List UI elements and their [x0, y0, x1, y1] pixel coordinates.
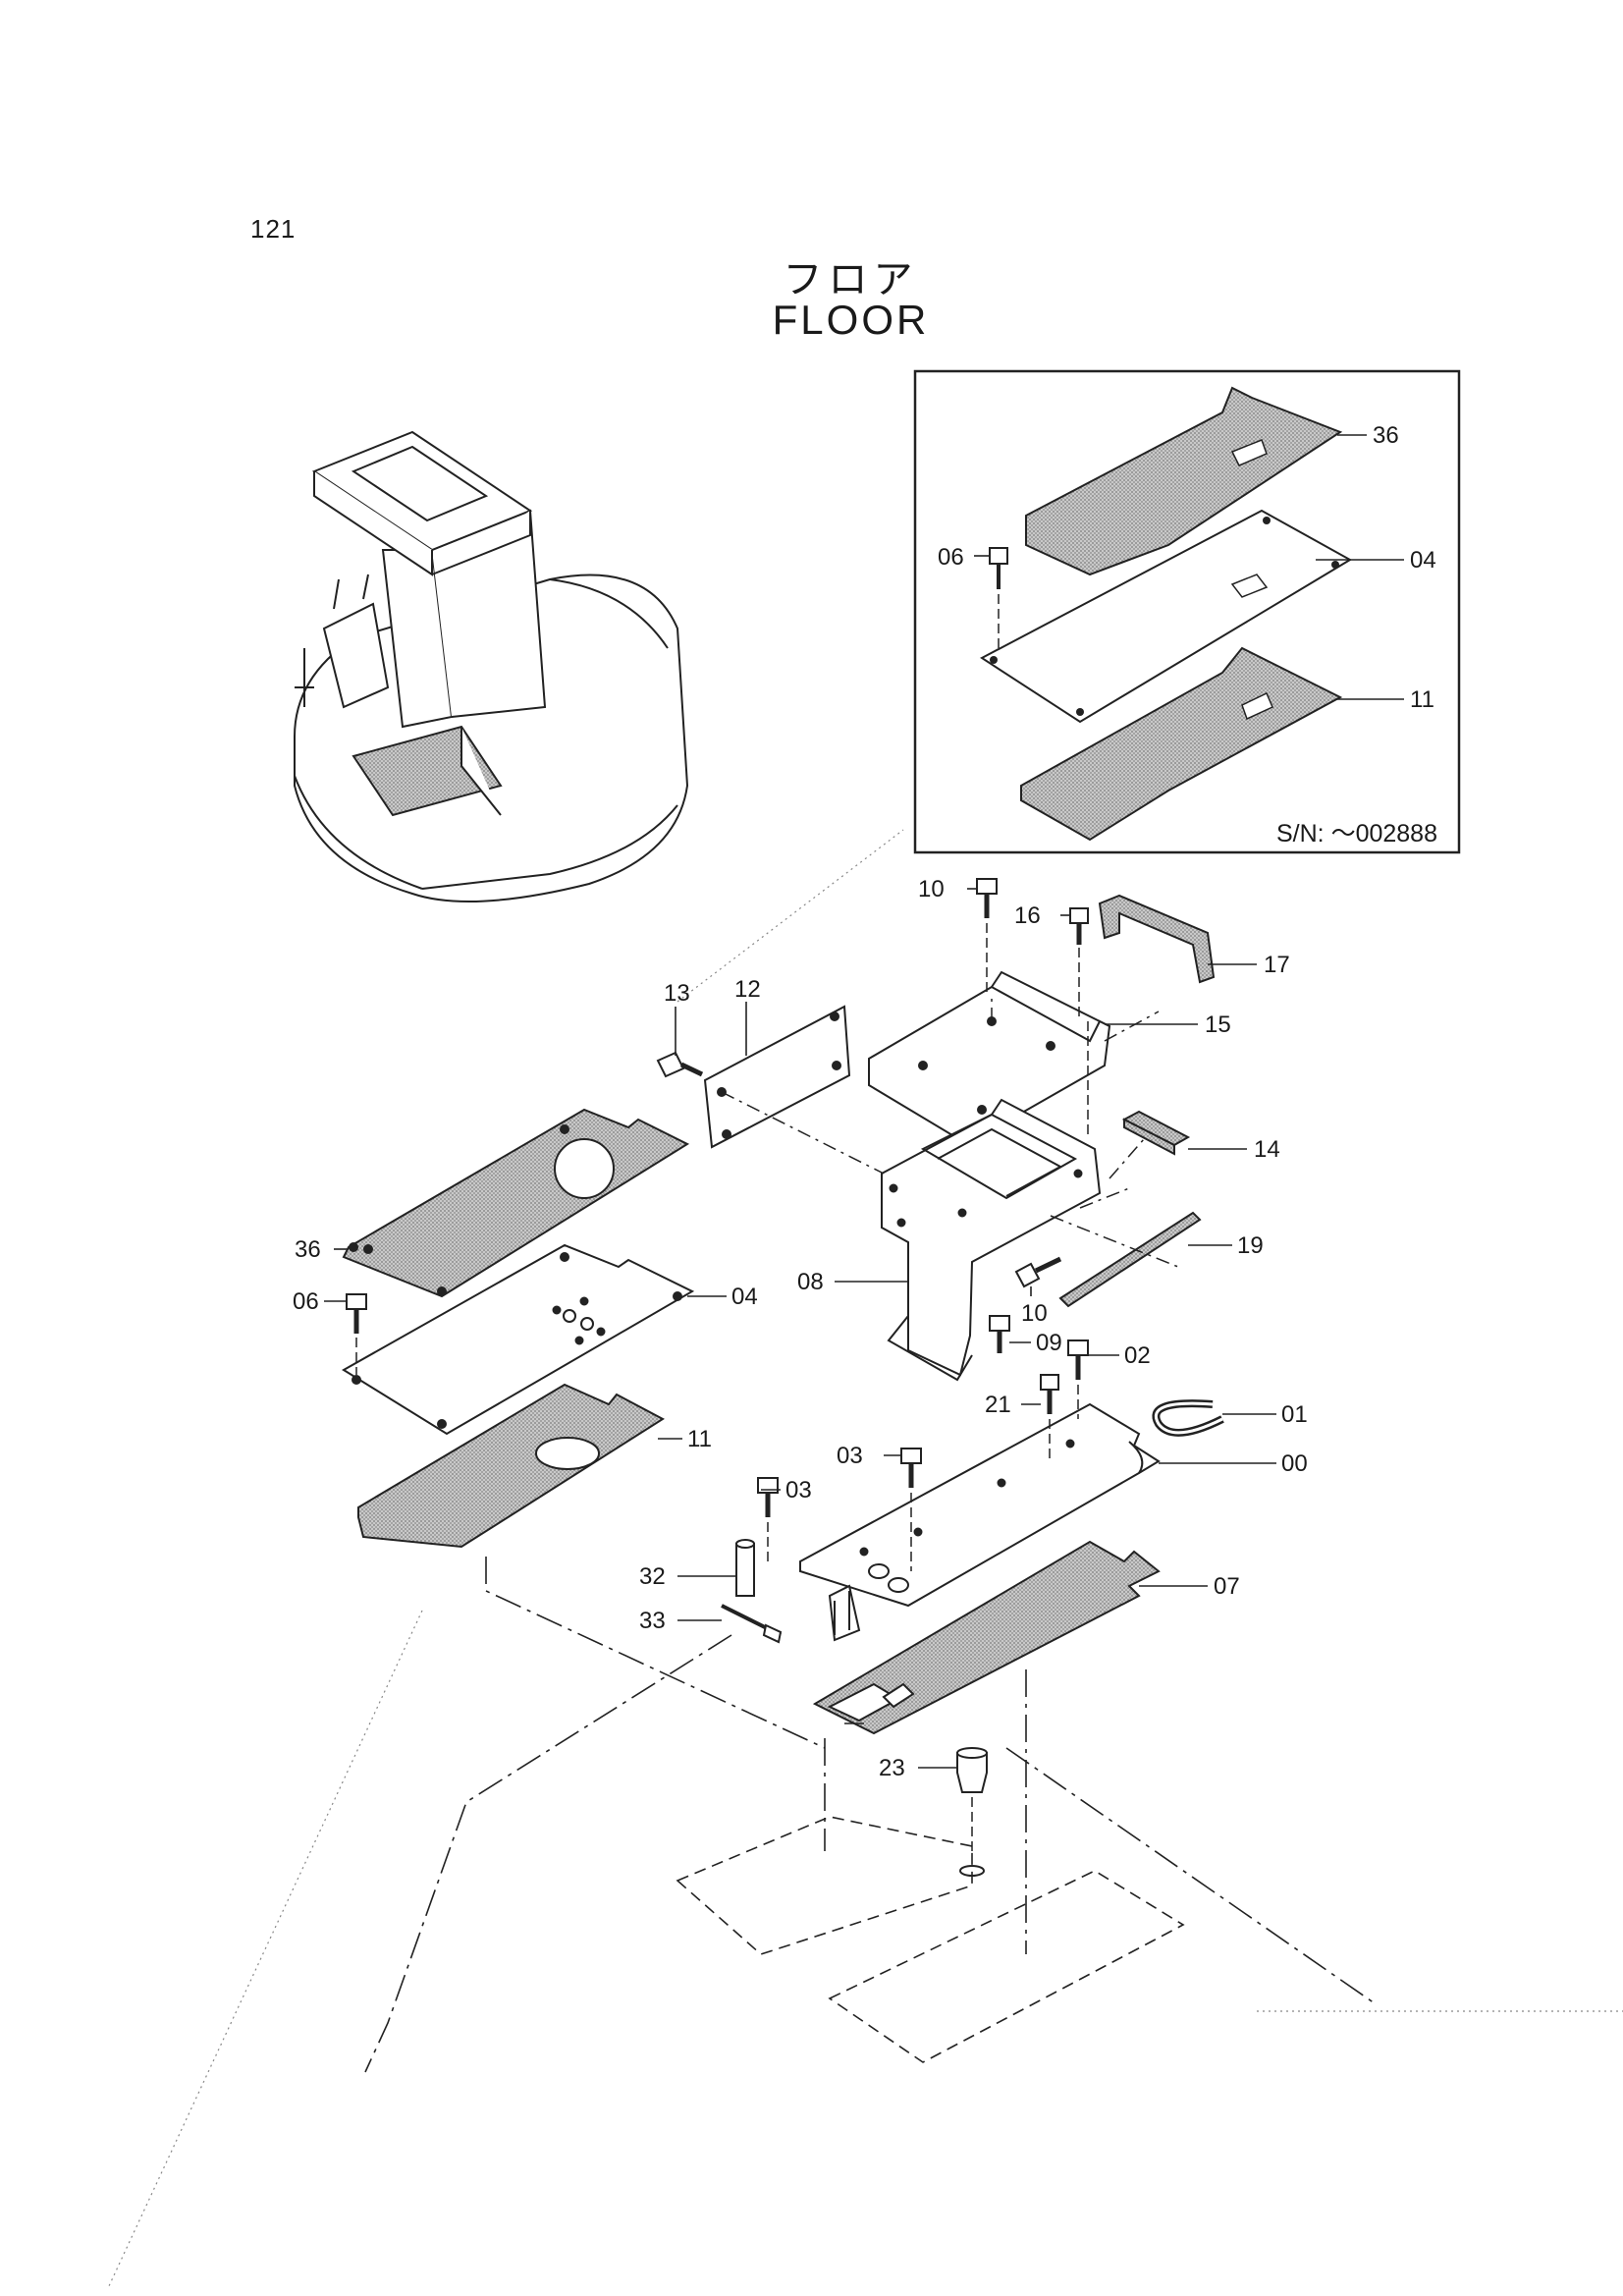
callout-04-inset: 04: [1410, 547, 1436, 574]
callout-06-main: 06: [293, 1288, 319, 1315]
part-19-strip: [1058, 1211, 1202, 1308]
machine-overview-illustration: [294, 430, 689, 902]
callout-10-top: 10: [918, 876, 945, 902]
part-12-plate: [703, 1005, 851, 1149]
part-09-bolt: [989, 1315, 1010, 1332]
callout-07: 07: [1214, 1573, 1240, 1600]
callout-11-inset: 11: [1410, 686, 1434, 713]
callout-03-lower: 03: [785, 1477, 812, 1503]
part-06-bolt: [346, 1293, 367, 1310]
part-11-plate: [357, 1383, 665, 1549]
main-callouts: 10 16 17 13 12 15 14 19 36 08 10 06 04 0…: [293, 876, 1308, 1781]
callout-04-main: 04: [731, 1284, 758, 1310]
callout-19: 19: [1237, 1232, 1264, 1259]
part-04-plate: [342, 1243, 695, 1436]
callout-08: 08: [797, 1269, 824, 1295]
callout-33: 33: [639, 1608, 666, 1634]
main-exploded-view: [324, 878, 1376, 2073]
part-00-baseplate: [799, 1402, 1161, 1608]
callout-02: 02: [1124, 1342, 1151, 1369]
inset-callouts: 36 04 06 11: [938, 422, 1436, 713]
part-02-bolt: [1067, 1339, 1089, 1356]
callout-21: 21: [985, 1392, 1011, 1418]
part-10-bolt-top: [976, 878, 998, 895]
title-english: FLOOR: [772, 297, 930, 343]
part-10-bolt-mid: [1014, 1262, 1041, 1288]
callout-15: 15: [1205, 1011, 1231, 1038]
guide-lines: [107, 829, 1623, 2289]
inset-box: [913, 369, 1461, 854]
part-03-bolt-a: [900, 1448, 922, 1464]
callout-36-main: 36: [295, 1236, 321, 1263]
callout-12: 12: [734, 976, 761, 1003]
callout-13: 13: [664, 980, 690, 1007]
callout-09: 09: [1036, 1330, 1062, 1356]
callout-36-inset: 36: [1373, 422, 1399, 449]
part-13-bolt: [656, 1051, 685, 1078]
callout-03-upper: 03: [837, 1443, 863, 1469]
title-japanese: フロア: [783, 257, 919, 302]
callout-11-main: 11: [687, 1426, 712, 1452]
callout-00: 00: [1281, 1450, 1308, 1477]
part-17-channel: [1098, 894, 1216, 984]
callout-16: 16: [1014, 902, 1041, 929]
serial-number-note: S/N: ～002888: [1276, 820, 1437, 847]
part-21-bolt: [1040, 1374, 1059, 1391]
part-15-bracket: [868, 985, 1111, 1146]
callout-32: 32: [639, 1563, 666, 1590]
part-16-bolt: [1069, 907, 1089, 924]
callout-23: 23: [879, 1755, 905, 1781]
callout-10-mid: 10: [1021, 1300, 1048, 1327]
callout-06-inset: 06: [938, 544, 964, 571]
part-08-frame: [881, 1098, 1102, 1377]
callout-14: 14: [1254, 1136, 1280, 1163]
part-32-pipe: [735, 1543, 755, 1597]
callout-17: 17: [1264, 952, 1290, 978]
page-number: 121: [250, 214, 297, 244]
callout-01: 01: [1281, 1401, 1308, 1428]
